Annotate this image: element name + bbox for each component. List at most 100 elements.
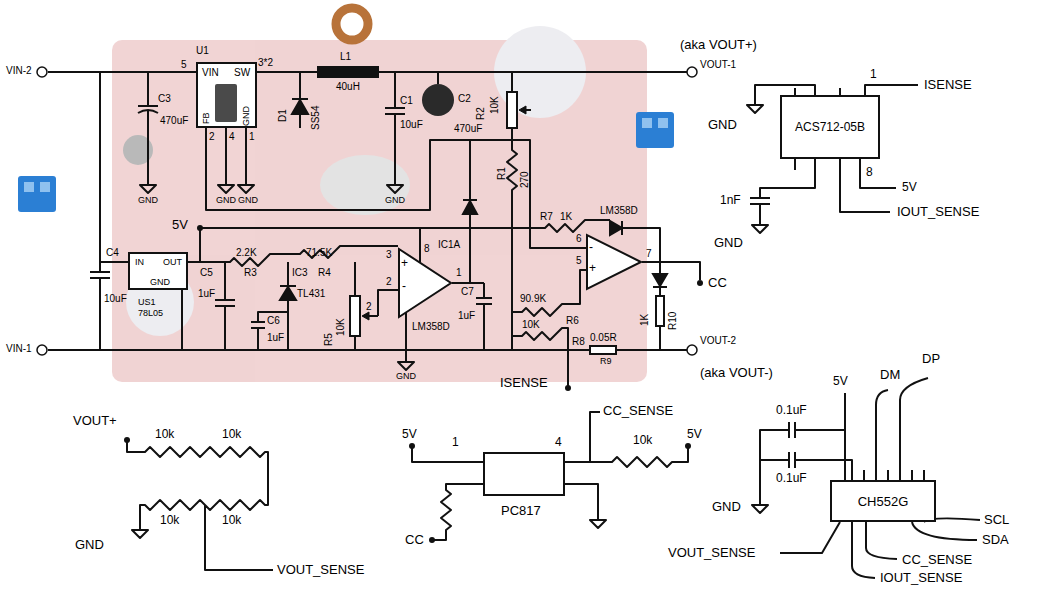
- schematic-label: 90.9K: [520, 294, 546, 304]
- schematic-label: R6: [566, 316, 579, 326]
- part-label: ACS712-05B: [795, 121, 865, 133]
- schematic-label: 4: [555, 436, 562, 448]
- schematic-label: GND: [712, 500, 741, 513]
- wire: [132, 105, 768, 538]
- schematic-label: 2: [209, 132, 215, 142]
- schematic-label: R10: [668, 312, 678, 330]
- schematic-label: 0.05R: [590, 333, 617, 343]
- junction-dot: [197, 225, 203, 231]
- schematic-label: GND: [75, 538, 104, 551]
- wire: [90, 72, 110, 350]
- schematic-label: VOUT+: [73, 414, 117, 427]
- schematic-label: +: [401, 257, 408, 269]
- schematic-label: C3: [158, 94, 171, 104]
- schematic-label: 7: [646, 249, 652, 259]
- schematic-label: 1K: [640, 314, 650, 326]
- schematic-label: 10k: [155, 428, 174, 440]
- schematic-label: 1: [456, 268, 462, 278]
- schematic-label: U1: [196, 46, 209, 56]
- opamp-outline: [587, 235, 641, 289]
- wire: [188, 228, 398, 266]
- schematic-label: GND: [216, 196, 236, 205]
- schematic-label: GND: [238, 196, 258, 205]
- part-label: 78L05: [138, 309, 163, 318]
- part-label: LM358D: [600, 206, 638, 216]
- terminal-block-photo: [642, 118, 652, 128]
- capacitor-photo: [123, 84, 454, 165]
- schematic-label: 270: [520, 171, 530, 188]
- part-label: FB: [202, 112, 211, 124]
- part-label: SW: [234, 68, 250, 78]
- schematic-label: +: [589, 262, 596, 274]
- schematic-label: R5: [324, 333, 334, 346]
- schematic-label: IC3: [292, 268, 308, 278]
- schematic-label: 6: [576, 234, 582, 244]
- part-label: VIN: [202, 68, 219, 78]
- schematic-label: 4: [229, 132, 235, 142]
- part-label: GND: [242, 106, 251, 126]
- schematic-label: 10K: [490, 96, 500, 114]
- schematic-label: C2: [458, 94, 471, 104]
- schematic-label: DM: [880, 368, 900, 381]
- mcu-box: CH552G: [830, 480, 936, 522]
- terminal-block-photo: [658, 118, 668, 128]
- schematic-label: 10k: [160, 514, 179, 526]
- schematic-label: 5V: [833, 375, 848, 387]
- opamp-outline: [399, 249, 451, 317]
- part-label: IN: [135, 258, 144, 267]
- schematic-label: 5V: [687, 428, 702, 440]
- regulator-box: INOUTGNDUS178L05: [128, 252, 188, 290]
- schematic-label: R1: [497, 167, 507, 180]
- schematic-label: R9: [600, 357, 612, 366]
- part-label: LM358D: [412, 322, 450, 332]
- schematic-label: VOUT-1: [700, 60, 736, 70]
- component-symbol: [350, 296, 360, 336]
- schematic-label: DP: [922, 352, 940, 365]
- schematic-label: ISENSE: [924, 78, 972, 91]
- wire: [215, 262, 235, 350]
- schematic-label: 10uF: [104, 294, 127, 304]
- schematic-label: 71.5K: [306, 248, 332, 258]
- schematic-label: 2: [366, 302, 372, 312]
- component-symbol: [280, 67, 667, 354]
- terminal-circle: [687, 67, 697, 77]
- component-symbol: [463, 201, 477, 214]
- schematic-label: 1nF: [720, 194, 741, 206]
- schematic-label: 10k: [222, 428, 241, 440]
- wire: [452, 140, 484, 283]
- wire: [48, 72, 980, 578]
- toroid-inductor-photo: [336, 8, 368, 40]
- schematic-label: C4: [106, 248, 119, 258]
- schematic-label: VOUT_SENSE: [668, 546, 755, 559]
- schematic-label: R3: [244, 268, 257, 278]
- schematic-label: VOUT_SENSE: [277, 563, 364, 576]
- schematic-label: 1K: [560, 212, 572, 222]
- schematic-label: 5: [181, 60, 187, 70]
- schematic-label: VOUT-2: [700, 336, 736, 346]
- wire: [412, 412, 688, 540]
- schematic-label: 10K: [522, 320, 540, 330]
- terminal-circle: [37, 345, 47, 355]
- part-label: IC1A: [438, 240, 460, 250]
- schematic-label: 1uF: [458, 311, 475, 321]
- component-symbol: [318, 67, 378, 77]
- schematic-label: C1: [400, 96, 413, 106]
- toroid-inductor-photo: [336, 8, 368, 40]
- component-symbol: [362, 312, 369, 320]
- component-symbol: [656, 296, 664, 326]
- schematic-label: 5: [576, 256, 582, 266]
- schematic-label: CC: [405, 533, 424, 546]
- schematic-label: CC_SENSE: [603, 404, 673, 417]
- terminal-block-photo: [18, 176, 56, 212]
- schematic-label: 470uF: [454, 124, 482, 134]
- schematic-label: 10K: [336, 318, 346, 336]
- junction-dot: [565, 385, 571, 391]
- capacitor-photo: [422, 84, 454, 116]
- part-label: CH552G: [858, 495, 909, 508]
- component-symbol: [292, 100, 308, 114]
- terminal-circle: [37, 67, 47, 77]
- schematic-label: -: [402, 280, 406, 292]
- schematic-label: GND: [714, 236, 743, 249]
- junction-dot: [429, 537, 435, 543]
